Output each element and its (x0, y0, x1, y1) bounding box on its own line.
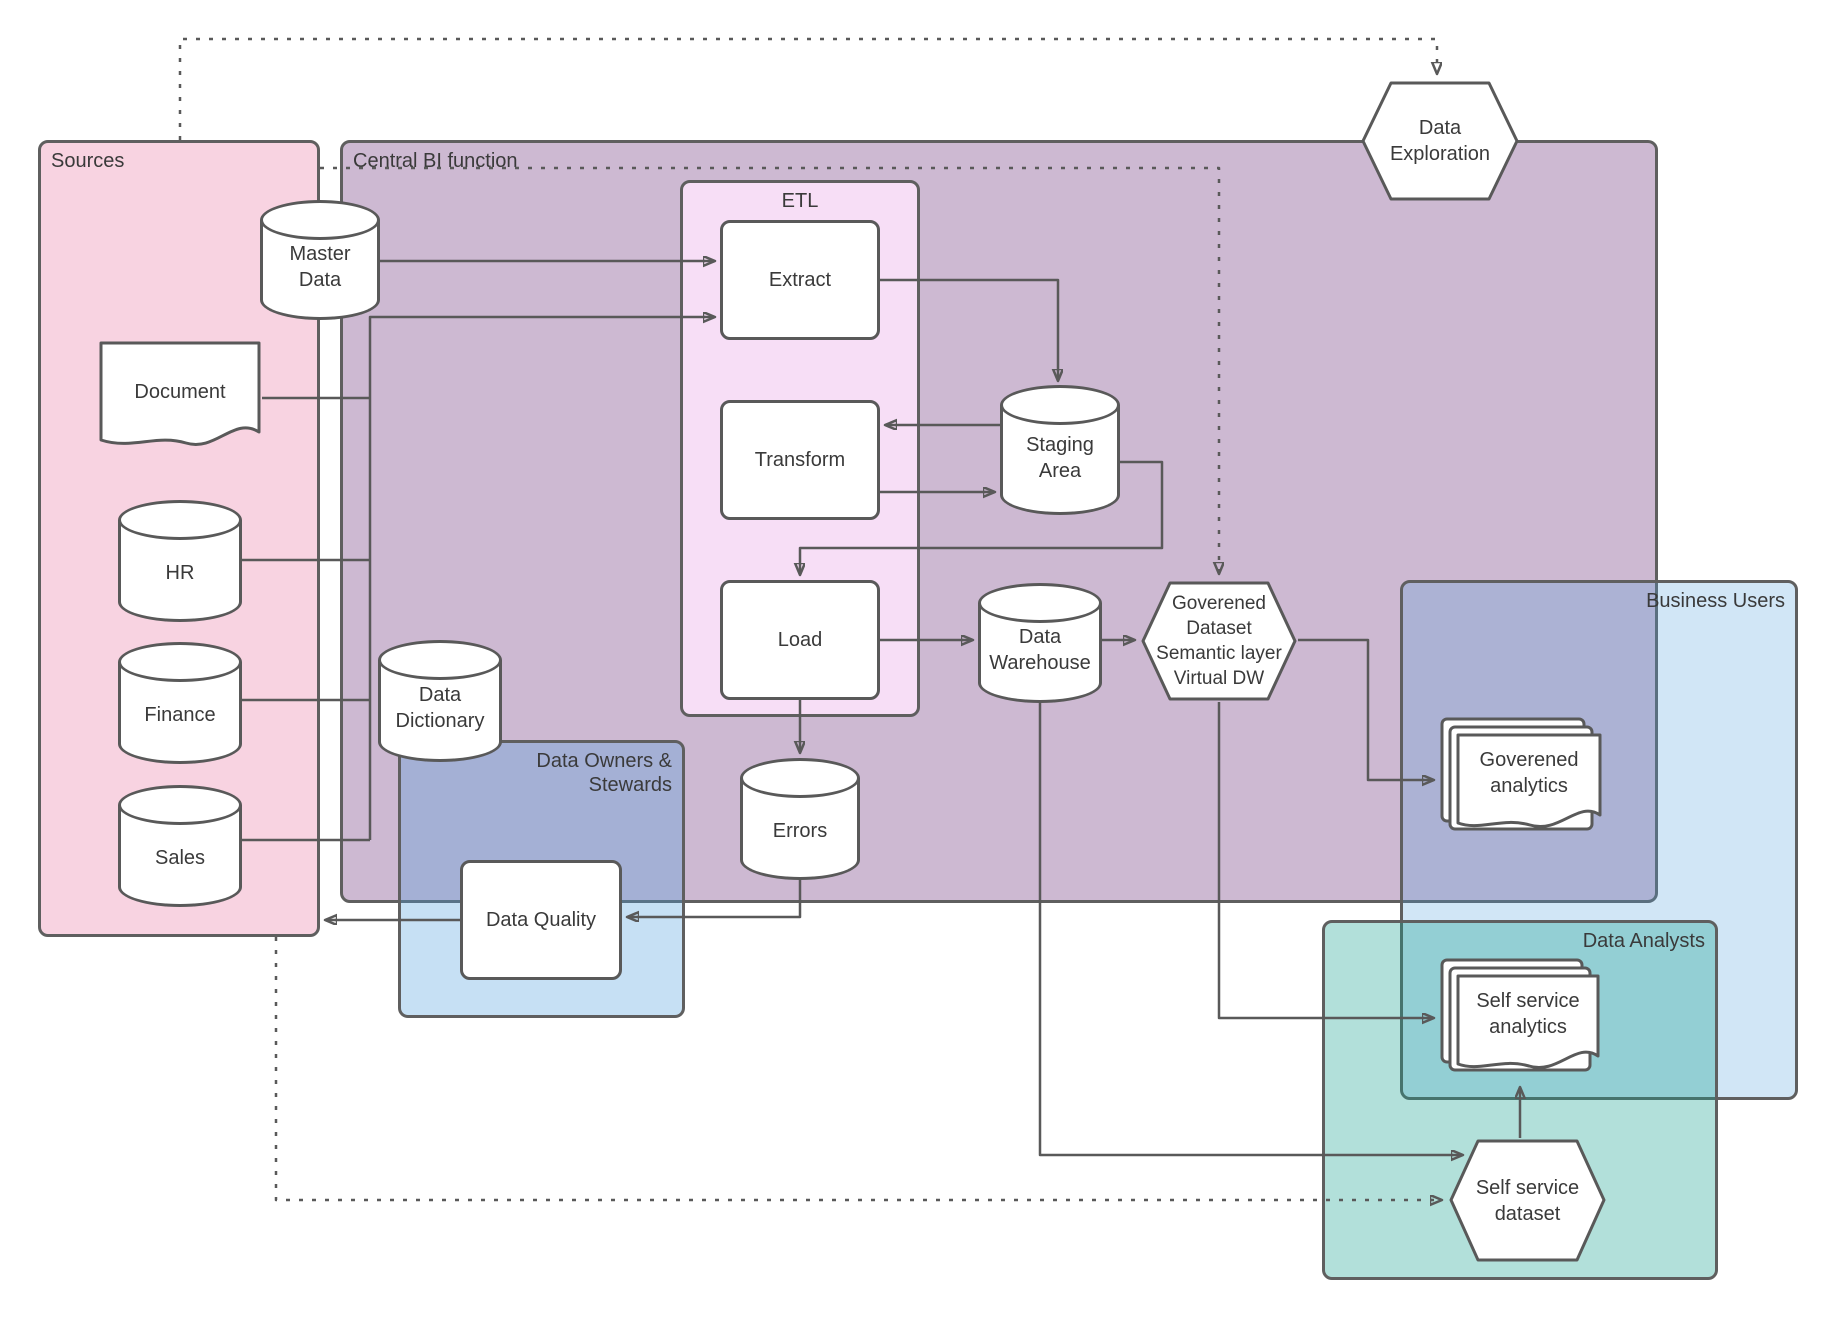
cylinder-body (378, 660, 502, 762)
edge-governed-dataset-to-self-service-analytics (1217, 702, 1433, 1018)
cylinder-top (978, 583, 1102, 623)
self-service-analytics-label: Self service analytics (1476, 990, 1580, 1038)
edge-collector-to-extract (368, 317, 714, 840)
hr-label: HR (165, 562, 195, 584)
business-users-label: Business Users (1646, 590, 1785, 612)
governed-analytics-label: Goverened analytics (1479, 749, 1579, 797)
central-bi-container-label: Central BI function (353, 150, 518, 172)
load-box: Load (720, 580, 880, 700)
edge-errors-to-data-quality (628, 880, 802, 917)
finance-label: Finance (144, 704, 216, 726)
governed-dataset-label: Goverened Dataset Semantic layer Virtual… (1156, 593, 1282, 689)
sources-container-label: Sources (51, 150, 125, 172)
data-quality-box: Data Quality (460, 860, 622, 980)
edge-governed-dataset-to-governed-analytics (1298, 638, 1433, 780)
governed-dataset-hexagon: Goverened Dataset Semantic layer Virtual… (1140, 580, 1298, 702)
sales-label: Sales (154, 847, 206, 869)
data-owners-stewards-label: Data Owners & Stewards (536, 750, 672, 796)
document-stack-icon (1440, 958, 1600, 1072)
edge-sources-to-data-exploration-dashed (178, 37, 1437, 140)
hexagon-icon (1361, 81, 1519, 201)
data-exploration-label: Data Exploration (1389, 117, 1491, 165)
data-analysts-label: Data Analysts (1582, 930, 1705, 952)
extract-label: Extract (768, 269, 832, 291)
cylinder-top (118, 785, 242, 825)
edge-staging-to-load (800, 460, 1164, 574)
edge-data-warehouse-to-self-service-dataset (1038, 703, 1462, 1155)
data-exploration-hexagon: Data Exploration (1360, 80, 1520, 202)
hexagon-icon (1449, 1139, 1606, 1262)
self-service-dataset-hexagon: Self service dataset (1448, 1138, 1607, 1263)
etl-container-label: ETL (781, 190, 819, 212)
central-bi-container: Central BI function (340, 140, 1658, 903)
document-label: Document (134, 381, 226, 403)
document-icon (99, 341, 261, 446)
self-service-dataset-label: Self service dataset (1475, 1176, 1580, 1225)
data-quality-label: Data Quality (485, 909, 597, 931)
edge-extract-to-staging (880, 278, 1058, 380)
extract-box: Extract (720, 220, 880, 340)
cylinder-top (378, 640, 502, 680)
hr-cylinder: HR (118, 500, 242, 622)
cylinder-top (118, 500, 242, 540)
finance-cylinder: Finance (118, 642, 242, 764)
cylinder-top (740, 758, 860, 798)
document-stack-icon (1440, 717, 1602, 831)
sales-cylinder: Sales (118, 785, 242, 907)
load-label: Load (777, 629, 823, 651)
self-service-analytics-docstack: Self service analytics (1440, 958, 1600, 1082)
cylinder-top (1000, 385, 1120, 425)
governed-analytics-docstack: Goverened analytics (1440, 717, 1602, 841)
hexagon-icon (1141, 581, 1297, 701)
edge-sources-to-governed-dataset-dashed (320, 166, 1219, 573)
errors-label: Errors (772, 820, 828, 842)
document-shape: Document (98, 340, 262, 460)
transform-box: Transform (720, 400, 880, 520)
cylinder-top (118, 642, 242, 682)
cylinder-top (260, 200, 380, 240)
errors-cylinder: Errors (740, 758, 860, 880)
transform-label: Transform (754, 449, 846, 471)
edge-sources-to-self-service-dataset-dashed (274, 937, 1441, 1200)
